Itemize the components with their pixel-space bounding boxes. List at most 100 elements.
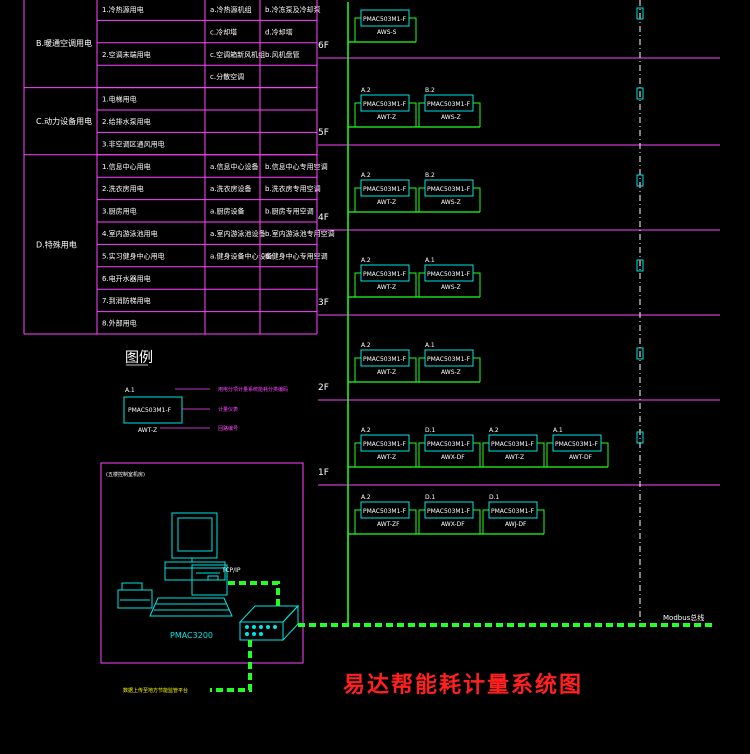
keyboard-icon [149, 597, 233, 617]
meter-model: PMAC503M1-F [363, 101, 407, 108]
meter-tag: AWT-Z [377, 114, 396, 121]
printer-icon [117, 582, 153, 609]
meter-tag: AWT-ZF [377, 521, 400, 528]
riser-node [636, 87, 644, 100]
meter-model: PMAC503M1-F [363, 186, 407, 193]
meter-model: PMAC503M1-F [363, 271, 407, 278]
control-room: (五楼控制室机房) PMAC3200 TCP/IP [100, 462, 304, 664]
floor-label: 1F [318, 468, 329, 478]
riser-node [636, 431, 644, 444]
table-cell: 1.信息中心用电 [102, 162, 151, 171]
upload-label: 数据上传至地方节能监管平台 [123, 687, 188, 694]
table-cell: a.冷热源机组 [210, 5, 252, 14]
table-cell: b.厨房专用空调 [265, 207, 314, 216]
meter-code: A.2 [361, 87, 371, 94]
legend-note-code: 用电分项计量系统能耗分类编码 [218, 386, 288, 393]
table-cell: 3.非空调区通风用电 [102, 139, 165, 148]
meter-model: PMAC503M1-F [363, 508, 407, 515]
control-room-label: (五楼控制室机房) [106, 471, 145, 478]
meter-tag: AWT-Z [377, 199, 396, 206]
meter-tag: AWX-DF [441, 454, 465, 461]
meter-tag: AWT-DF [569, 454, 593, 461]
meter-model: PMAC503M1-F [363, 356, 407, 363]
meter-tag: AWT-Z [377, 284, 396, 291]
meter-code: A.1 [425, 342, 435, 349]
table-cell: 8.外部用电 [102, 319, 137, 328]
monitor-icon [164, 512, 226, 581]
table-cell: a.洗衣房设备 [210, 184, 252, 193]
meter-tag: AWS-Z [441, 284, 461, 291]
table-cell: b.室内游泳池专用空调 [265, 229, 335, 238]
meter: PMAC503M1-F AWS-S [354, 9, 417, 42]
riser-node [636, 347, 644, 360]
table-cell: d.冷却塔 [265, 27, 293, 36]
table-cell: 4.室内游泳池用电 [102, 229, 158, 238]
table-cell: 2.空调末端用电 [102, 50, 151, 59]
tcpip-label: TCP/IP [221, 567, 241, 574]
meter-model: PMAC503M1-F [363, 16, 407, 23]
table-cell: a.厨房设备 [210, 207, 245, 216]
legend-heading: 图例 [125, 350, 153, 366]
diagram-title: 易达帮能耗计量系统图 [343, 672, 583, 698]
table-cell: 5.实习健身中心用电 [102, 251, 165, 260]
riser-node [636, 7, 644, 20]
meter-tag: AWT-Z [377, 369, 396, 376]
meter-model: PMAC503M1-F [491, 441, 535, 448]
meter-tag: AWS-S [377, 29, 397, 36]
meter-tag: AWS-Z [441, 114, 461, 121]
meter-code: D.1 [425, 427, 436, 434]
meter-model: PMAC503M1-F [427, 441, 471, 448]
station-label: PMAC3200 [170, 631, 213, 640]
table-cell: a.信息中心设备 [210, 162, 259, 171]
table-cell: 2.洗衣房用电 [102, 184, 144, 193]
table-cell: b.风机盘管 [265, 50, 300, 59]
meter-model: PMAC503M1-F [363, 441, 407, 448]
meter-code: B.2 [425, 172, 435, 179]
modbus-bus-label: Modbus总线 [663, 613, 704, 622]
meter-model: PMAC503M1-F [491, 508, 535, 515]
riser-node [636, 174, 644, 187]
legend-note-tag: 回路编号 [218, 425, 238, 432]
table-cell: 6.电开水器用电 [102, 274, 151, 283]
meter-code: A.2 [361, 427, 371, 434]
floor-label: 5F [318, 128, 329, 138]
pc-tower-icon [191, 564, 228, 596]
floor-label: 2F [318, 383, 329, 393]
meter-code: A.2 [489, 427, 499, 434]
legend-code: A.1 [125, 387, 135, 394]
meter-model: PMAC503M1-F [427, 508, 471, 515]
floor-label: 4F [318, 213, 329, 223]
meter-tag: AWJ-DF [505, 521, 527, 528]
table-cell: 2.给排水泵用电 [102, 117, 151, 126]
riser-nodes [636, 7, 644, 444]
table-group-label: C.动力设备用电 [36, 116, 92, 126]
table-cell: b.洗衣房专用空调 [265, 184, 321, 193]
legend-tag: AWT-Z [138, 427, 157, 434]
table-cell: c.分散空调 [210, 72, 244, 81]
riser-node [636, 259, 644, 272]
table-cell: b.信息中心专用空调 [265, 162, 328, 171]
control-room-box [100, 462, 304, 664]
meter-code: A.1 [553, 427, 563, 434]
table-cell: c.空调箱新风机组 [210, 50, 265, 59]
legend-meter-box [123, 396, 183, 424]
comm-manager-icon [238, 604, 300, 642]
meter-code: B.2 [425, 87, 435, 94]
meter-code: D.1 [489, 494, 500, 501]
table-cell: 1.电梯用电 [102, 95, 137, 104]
meter-model: PMAC503M1-F [427, 356, 471, 363]
meter-grid: PMAC503M1-FAWS-SA.2PMAC503M1-FAWT-ZB.2PM… [347, 9, 609, 625]
